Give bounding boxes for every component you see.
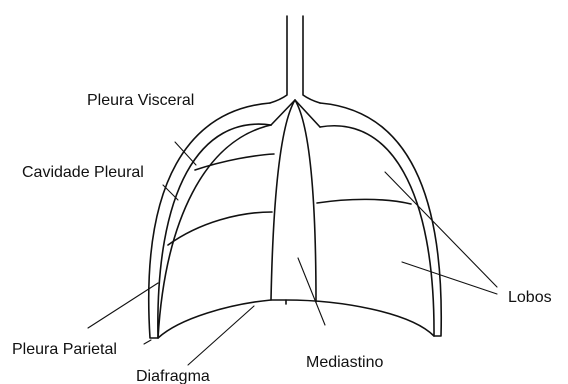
leader-pleura-parietal-diag bbox=[88, 283, 158, 328]
diaphragm-top bbox=[158, 300, 434, 338]
label-pleura-parietal: Pleura Parietal bbox=[12, 341, 117, 358]
mediastinum-left-wall bbox=[271, 100, 295, 300]
carina bbox=[271, 100, 320, 127]
fissure-right bbox=[317, 199, 411, 204]
label-cavidade-pleural: Cavidade Pleural bbox=[22, 164, 144, 181]
pleura-parietal-outline-right bbox=[320, 103, 441, 336]
leader-pleura-parietal bbox=[144, 340, 151, 344]
trachea-left-wall bbox=[270, 16, 287, 103]
leader-cavidade-pleural bbox=[163, 185, 178, 200]
leader-diafragma bbox=[188, 306, 254, 365]
trachea-right-wall bbox=[303, 16, 320, 103]
fissure-left-upper bbox=[195, 154, 274, 170]
label-lobos: Lobos bbox=[508, 289, 552, 306]
leader-lobos-lower bbox=[402, 262, 497, 294]
label-diafragma: Diafragma bbox=[136, 368, 210, 384]
leader-lobos-upper bbox=[385, 172, 497, 287]
trachea bbox=[270, 16, 320, 127]
leader-mediastino bbox=[298, 258, 325, 325]
label-pleura-visceral: Pleura Visceral bbox=[87, 92, 194, 109]
fissure-left-lower bbox=[168, 212, 272, 245]
mediastinum-right-wall bbox=[295, 100, 316, 302]
label-mediastino: Mediastino bbox=[306, 354, 383, 371]
